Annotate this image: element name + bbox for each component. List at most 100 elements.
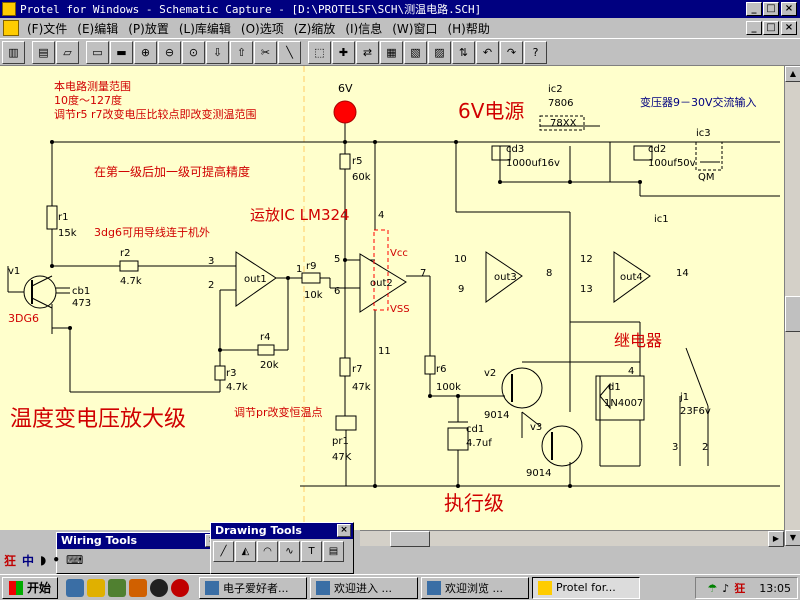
task-button-3[interactable]: Protel for... bbox=[532, 576, 641, 599]
move-down-icon[interactable]: ⇩ bbox=[206, 40, 229, 64]
drawing-tools-palette[interactable]: Drawing Tools × ╱ ◭ ◠ ∿ T ▤ bbox=[210, 522, 354, 574]
media-icon[interactable] bbox=[129, 578, 148, 597]
label-out2: out2 bbox=[370, 278, 393, 289]
ime-mode-icon[interactable]: 狂 bbox=[4, 553, 17, 568]
menu-edit[interactable]: (E)编辑 bbox=[77, 21, 119, 36]
ime-lang-icon[interactable]: 中 bbox=[22, 553, 35, 568]
wiring-tools-palette[interactable]: Wiring Tools × bbox=[56, 532, 222, 574]
ime-bar: 狂 中 ◗ • ⌨ bbox=[0, 546, 240, 574]
note-range-value: 10度～127度 bbox=[54, 93, 122, 107]
main-toolbar: ▥ ▤ ▱ ▭ ▬ ⊕ ⊖ ⊙ ⇩ ⇧ ✂ ╲ ⬚ ✚ ⇄ ▦ ▧ ▨ ⇅ ↶ … bbox=[0, 38, 800, 66]
help-icon[interactable]: ? bbox=[524, 40, 547, 64]
menu-help[interactable]: (H)帮助 bbox=[447, 21, 490, 36]
open-icon[interactable]: ▱ bbox=[56, 40, 79, 64]
capacitor-cd2 bbox=[633, 145, 653, 161]
bezier-tool-icon[interactable]: ∿ bbox=[279, 541, 300, 562]
cut-icon[interactable]: ✂ bbox=[254, 40, 277, 64]
lib-icon[interactable]: ▥ bbox=[2, 40, 25, 64]
label-v3: v3 bbox=[530, 422, 542, 433]
desktop-icon[interactable] bbox=[108, 578, 127, 597]
tray-ime-icon[interactable]: 狂 bbox=[734, 582, 746, 595]
textframe-tool-icon[interactable]: ▤ bbox=[323, 541, 344, 562]
document-icon[interactable] bbox=[3, 20, 19, 36]
label-d1: d1 bbox=[608, 382, 621, 393]
undo-icon[interactable]: ↶ bbox=[476, 40, 499, 64]
ime-punct-icon[interactable]: • bbox=[52, 553, 61, 567]
label-r9-value: 10k bbox=[304, 290, 323, 301]
vertical-scrollbar[interactable]: ▲ ▼ bbox=[784, 66, 800, 546]
ime-moon-icon[interactable]: ◗ bbox=[40, 553, 47, 567]
move-up-icon[interactable]: ⇧ bbox=[230, 40, 253, 64]
scroll-up-icon[interactable]: ▲ bbox=[785, 66, 800, 82]
menu-library[interactable]: (L)库编辑 bbox=[178, 21, 231, 36]
menu-options[interactable]: (O)选项 bbox=[240, 21, 284, 36]
maximize-button[interactable]: □ bbox=[763, 2, 779, 16]
line-tool-icon[interactable]: ╱ bbox=[213, 541, 234, 562]
child-minimize-button[interactable]: _ bbox=[746, 21, 762, 35]
note-sensor: 3dg6可用导线连于机外 bbox=[94, 225, 210, 239]
ime-keyboard-icon[interactable]: ⌨ bbox=[66, 553, 84, 567]
power-terminal[interactable] bbox=[333, 100, 357, 124]
zoom-out-icon[interactable]: ⊖ bbox=[158, 40, 181, 64]
label-q2: 9014 bbox=[484, 410, 509, 421]
vertical-scroll-thumb[interactable] bbox=[785, 296, 800, 332]
save-icon[interactable]: ▤ bbox=[32, 40, 55, 64]
schematic-canvas[interactable]: 6V bbox=[0, 66, 784, 530]
minimize-button[interactable]: _ bbox=[746, 2, 762, 16]
select-icon[interactable]: ⬚ bbox=[308, 40, 331, 64]
potentiometer bbox=[335, 415, 357, 431]
hierarchy-icon[interactable]: ▨ bbox=[428, 40, 451, 64]
start-button[interactable]: 开始 bbox=[2, 576, 59, 599]
app-icon bbox=[2, 2, 16, 16]
volume-icon[interactable]: ♪ bbox=[722, 581, 730, 595]
umbrella-icon[interactable]: ☂ bbox=[707, 581, 718, 595]
menu-bar: (F)文件 (E)编辑 (P)放置 (L)库编辑 (O)选项 (Z)缩放 (I)… bbox=[0, 18, 800, 38]
note-amp-stage: 温度变电压放大级 bbox=[10, 407, 186, 432]
library-icon[interactable]: ▦ bbox=[380, 40, 403, 64]
browse-icon[interactable]: ▧ bbox=[404, 40, 427, 64]
task-button-0[interactable]: 电子爱好者... bbox=[199, 576, 308, 599]
zoom-in-icon[interactable]: ⊕ bbox=[134, 40, 157, 64]
drawing-tools-title[interactable]: Drawing Tools × bbox=[211, 523, 353, 539]
wire-icon[interactable]: ╲ bbox=[278, 40, 301, 64]
title-bar[interactable]: Protel for Windows - Schematic Capture -… bbox=[0, 0, 800, 18]
child-close-button[interactable]: × bbox=[781, 21, 797, 35]
sheet-icon[interactable]: ⇅ bbox=[452, 40, 475, 64]
label-j1-value: 23F6v bbox=[680, 406, 711, 417]
menu-window[interactable]: (W)窗口 bbox=[392, 21, 438, 36]
diode-d1 bbox=[599, 382, 611, 410]
task-button-2[interactable]: 欢迎浏览 ... bbox=[421, 576, 530, 599]
drawing-tools-close-icon[interactable]: × bbox=[337, 524, 351, 537]
ie-icon[interactable] bbox=[66, 578, 85, 597]
child-maximize-button[interactable]: □ bbox=[763, 21, 779, 35]
label-r5: r5 bbox=[352, 156, 362, 167]
polygon-tool-icon[interactable]: ◭ bbox=[235, 541, 256, 562]
menu-file[interactable]: (F)文件 bbox=[27, 21, 68, 36]
arc-tool-icon[interactable]: ◠ bbox=[257, 541, 278, 562]
new-icon[interactable]: ▭ bbox=[86, 40, 109, 64]
menu-place[interactable]: (P)放置 bbox=[128, 21, 169, 36]
app-shortcut-icon[interactable] bbox=[171, 578, 190, 597]
scroll-down-icon[interactable]: ▼ bbox=[785, 530, 800, 546]
label-d1-value: 1N4007 bbox=[604, 398, 643, 409]
redo-icon[interactable]: ↷ bbox=[500, 40, 523, 64]
qq-icon[interactable] bbox=[150, 578, 169, 597]
task-button-1[interactable]: 欢迎进入 ... bbox=[310, 576, 419, 599]
component-icon[interactable]: ⇄ bbox=[356, 40, 379, 64]
text-tool-icon[interactable]: T bbox=[301, 541, 322, 562]
horizontal-scroll-thumb[interactable] bbox=[390, 531, 430, 547]
clock[interactable]: 13:05 bbox=[759, 581, 791, 595]
menu-zoom[interactable]: (Z)缩放 bbox=[293, 21, 336, 36]
label-r6-value: 100k bbox=[436, 382, 461, 393]
cross-icon[interactable]: ✚ bbox=[332, 40, 355, 64]
close-button[interactable]: × bbox=[781, 2, 797, 16]
menu-info[interactable]: (I)信息 bbox=[345, 21, 383, 36]
horizontal-scrollbar[interactable]: ▶ bbox=[360, 530, 784, 547]
print-icon[interactable]: ▬ bbox=[110, 40, 133, 64]
label-v2: v2 bbox=[484, 368, 496, 379]
zoom-fit-icon[interactable]: ⊙ bbox=[182, 40, 205, 64]
schematic-drawing: 6V bbox=[7, 66, 780, 530]
outlook-icon[interactable] bbox=[87, 578, 106, 597]
scroll-right-icon[interactable]: ▶ bbox=[768, 531, 784, 547]
label-ic3: ic3 bbox=[696, 128, 711, 139]
